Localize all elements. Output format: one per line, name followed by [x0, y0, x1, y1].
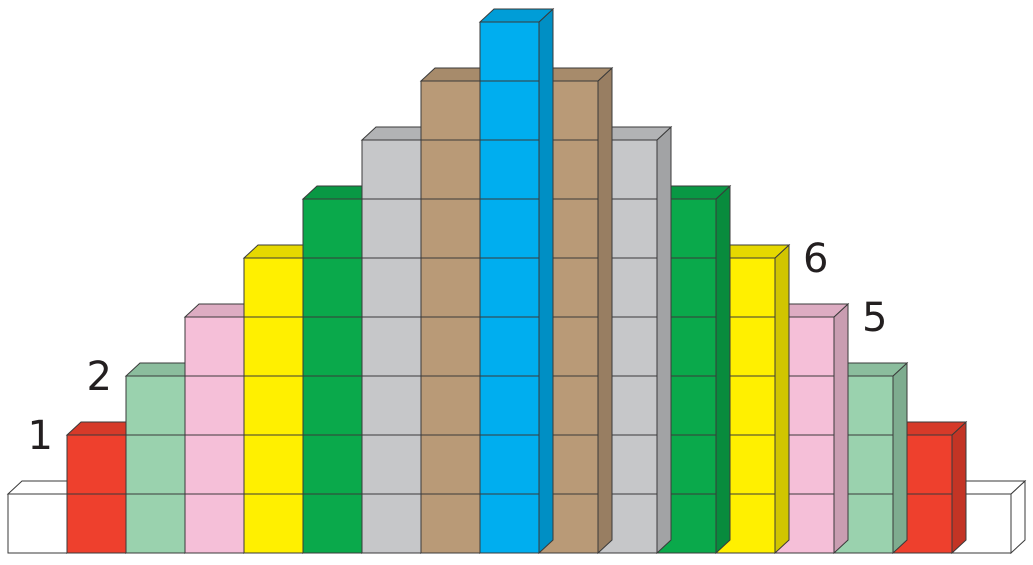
cube [244, 258, 303, 317]
cube [244, 317, 303, 376]
cube [126, 494, 185, 553]
cube [480, 199, 539, 258]
cube [303, 258, 362, 317]
cube [421, 376, 480, 435]
cube [185, 435, 244, 494]
cube [480, 435, 539, 494]
cube [126, 435, 185, 494]
cube [303, 435, 362, 494]
cube [480, 258, 539, 317]
cube [244, 435, 303, 494]
cube [303, 376, 362, 435]
cube [185, 376, 244, 435]
cube-column-side-15 [893, 363, 907, 553]
cube [362, 258, 421, 317]
cube [8, 494, 67, 553]
cube [67, 435, 126, 494]
cube [480, 494, 539, 553]
cube-column-9 [480, 9, 553, 553]
cube [362, 140, 421, 199]
cube [480, 22, 539, 81]
cube [421, 81, 480, 140]
cube [362, 199, 421, 258]
cube [185, 317, 244, 376]
cube-column-side-13 [775, 245, 789, 553]
column-label-5: 5 [862, 295, 887, 341]
cube [362, 376, 421, 435]
column-label-6: 6 [803, 236, 828, 282]
cube [480, 81, 539, 140]
column-label-1: 1 [28, 413, 53, 459]
cube-column-side-11 [657, 127, 671, 553]
cube-column-side-10 [598, 68, 612, 553]
cube [244, 376, 303, 435]
cube [126, 376, 185, 435]
cube [480, 317, 539, 376]
cube [303, 317, 362, 376]
cube [185, 494, 244, 553]
cube [421, 140, 480, 199]
cube-column-side-12 [716, 186, 730, 553]
cube [362, 494, 421, 553]
cube [421, 258, 480, 317]
cube-column-side-14 [834, 304, 848, 553]
cube [244, 494, 303, 553]
cube [421, 199, 480, 258]
cube [303, 494, 362, 553]
cube [421, 435, 480, 494]
column-label-2: 2 [87, 354, 112, 400]
cube [421, 317, 480, 376]
cube [362, 435, 421, 494]
cube-column-side-9 [539, 9, 553, 553]
cube-column-side-16 [952, 422, 966, 553]
cube [421, 494, 480, 553]
cube [67, 494, 126, 553]
cube [480, 376, 539, 435]
cube [303, 199, 362, 258]
cube [362, 317, 421, 376]
cube [480, 140, 539, 199]
